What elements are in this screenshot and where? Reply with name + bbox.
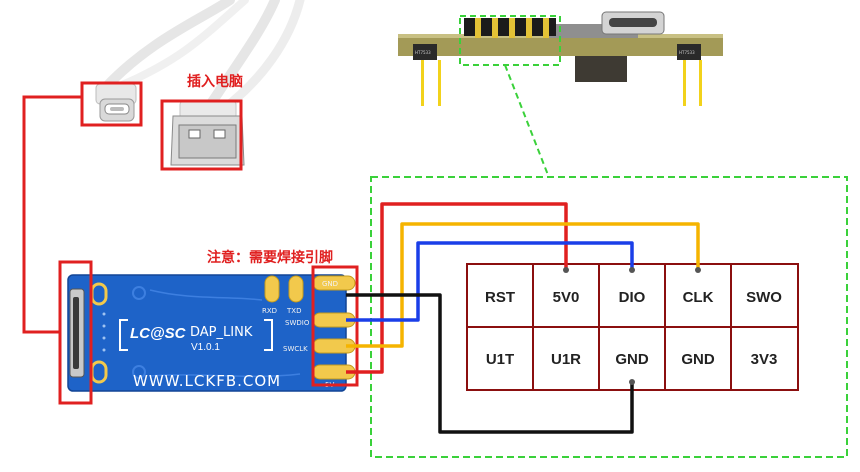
usb-cable-strand <box>116 0 249 90</box>
pin-pad-gnd: GND <box>312 275 356 291</box>
zoom-line <box>504 64 549 176</box>
uart-label-rxd: RXD <box>262 307 277 315</box>
pin-cell: CLK <box>683 289 714 306</box>
usb-cable-group: 插入电脑 <box>80 0 305 171</box>
chip-label-left: HT7533 <box>415 50 431 55</box>
wire-swclk <box>346 222 700 348</box>
target-pcb: HT7533 HT7533 <box>398 11 723 106</box>
usb-cable-strand <box>100 0 235 93</box>
pin-cell: U1T <box>486 351 514 368</box>
pin-cell: DIO <box>619 289 646 306</box>
board-website-text: WWW.LCKFB.COM <box>133 372 281 390</box>
usb-a-plug-icon <box>170 99 245 166</box>
wire-swdio <box>346 241 634 322</box>
board-logo-text: LC@SC <box>130 325 187 342</box>
board-usb-highlight <box>58 260 93 405</box>
pin-label-swdio: SWDIO <box>285 319 310 327</box>
wire-gnd <box>346 293 634 434</box>
zoom-box <box>370 176 848 458</box>
usb-cable-strand <box>205 0 280 110</box>
wire-end-dot <box>629 267 635 273</box>
pin-cell: RST <box>485 289 515 306</box>
pin-cell: 3V3 <box>751 351 778 368</box>
usb-cable-strand <box>217 0 305 115</box>
wire-end-dot <box>629 379 635 385</box>
wire-5v <box>346 202 568 374</box>
lcsc-logo: LC@SC DAP_LINK V1.0.1 <box>119 319 273 353</box>
pin-cell: GND <box>681 351 715 368</box>
wire-end-dot <box>695 267 701 273</box>
dap-link-board: LC@SC DAP_LINK V1.0.1 WWW.LCKFB.COM RXD … <box>67 274 356 392</box>
plug-in-note: 插入电脑 <box>187 73 243 89</box>
pin-label-gnd: GND <box>322 280 338 288</box>
pin-cell: SWO <box>746 289 782 306</box>
wires <box>346 202 701 434</box>
pin-cell: GND <box>615 351 649 368</box>
pin-cell: U1R <box>551 351 581 368</box>
usb-c-plug-icon <box>95 83 137 122</box>
uart-label-txd: TXD <box>286 307 301 315</box>
board-version-text: V1.0.1 <box>191 342 220 353</box>
regulator-chip-left <box>413 44 437 60</box>
pin-cell: 5V0 <box>553 289 580 306</box>
header-highlight <box>459 15 561 66</box>
chip-label-right: HT7533 <box>679 50 695 55</box>
regulator-chip-right <box>677 44 701 60</box>
board-pins-highlight <box>311 265 359 387</box>
usb-a-highlight <box>160 99 243 171</box>
board-name-text: DAP_LINK <box>190 325 253 340</box>
wire-end-dot <box>563 267 569 273</box>
usb-route-line <box>22 95 82 334</box>
usb-c-highlight <box>80 81 143 127</box>
solder-note: 注意：需要焊接引脚 <box>207 249 333 265</box>
pin-label-swclk: SWCLK <box>283 345 308 353</box>
pin-header-table: RST 5V0 DIO CLK SWO U1T U1R GND GND 3V3 <box>466 263 799 391</box>
